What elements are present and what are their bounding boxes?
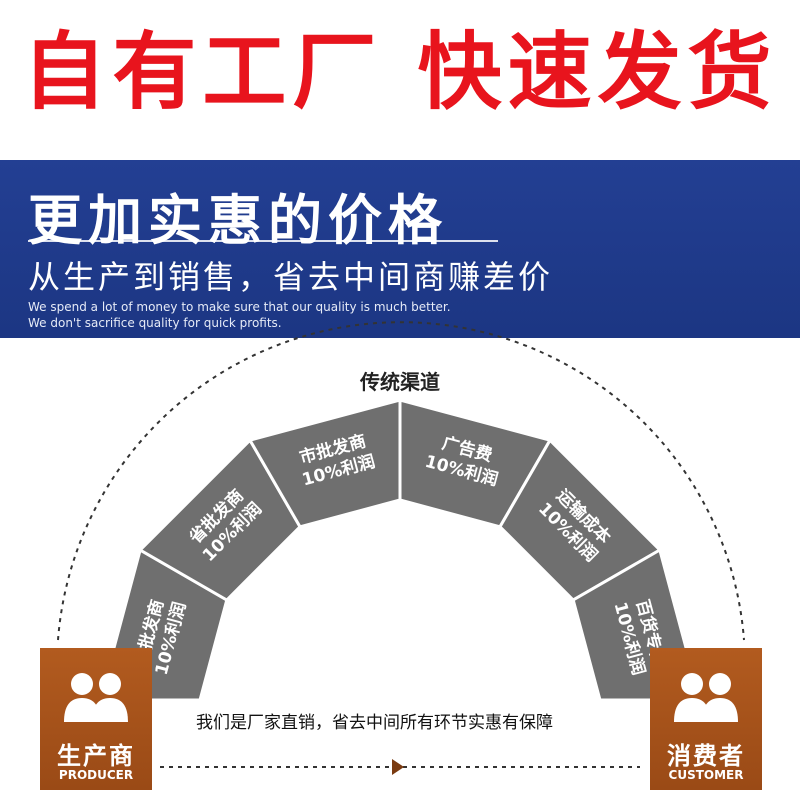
arch-segments: 总批发商10%利润省批发商10%利润市批发商10%利润广告费10%利润运输成本1… — [98, 398, 702, 702]
direct-sale-note: 我们是厂家直销，省去中间所有环节实惠有保障 — [196, 713, 553, 733]
people-icon — [64, 673, 128, 722]
price-banner: 更加实惠的价格 从生产到销售，省去中间商赚差价 We spend a lot o… — [0, 160, 800, 338]
customer-label-en: CUSTOMER — [668, 768, 744, 782]
producer-label-en: PRODUCER — [58, 768, 134, 782]
producer-label: 生产商 — [57, 742, 135, 770]
traditional-channel-title: 传统渠道 — [360, 370, 440, 394]
producer-badge: 生产商 PRODUCER — [40, 648, 152, 790]
banner-english-line-1: We spend a lot of money to make sure tha… — [28, 300, 451, 314]
banner-divider — [28, 240, 498, 242]
customer-badge: 消费者 CUSTOMER — [650, 648, 762, 790]
headline: 自有工厂 快速发货 — [22, 23, 778, 121]
customer-label: 消费者 — [667, 742, 745, 770]
banner-english-line-2: We don't sacrifice quality for quick pro… — [28, 316, 282, 330]
banner-subtitle: 从生产到销售，省去中间商赚差价 — [28, 258, 554, 296]
bottom-arrow-icon — [392, 759, 404, 775]
people-icon — [674, 673, 738, 722]
dashed-arc — [57, 321, 745, 641]
